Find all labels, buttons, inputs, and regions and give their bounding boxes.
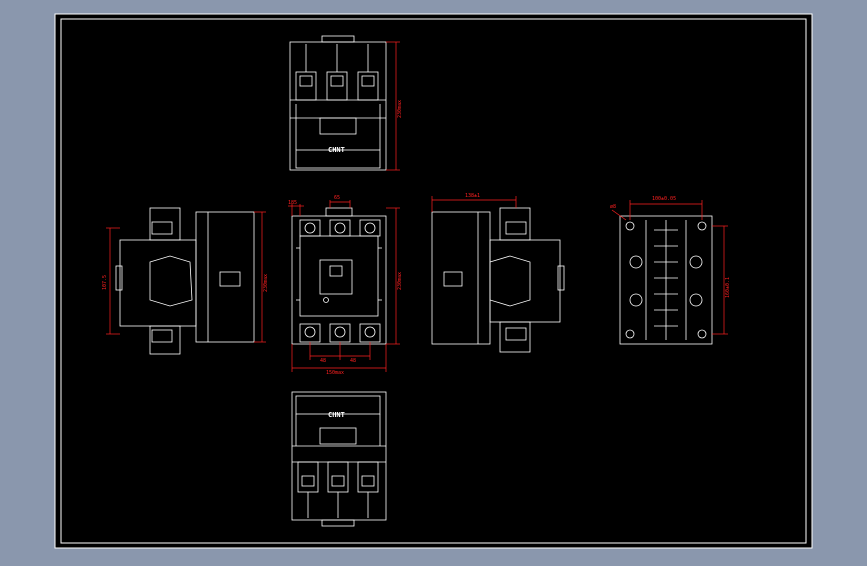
top-view-dimension <box>386 41 400 171</box>
left-view-dimensions <box>106 211 266 343</box>
front-view-dim-width: 150max <box>326 370 344 376</box>
bottom-plate-dim-width: 100±0.05 <box>652 196 676 202</box>
top-view-brand-label: CHNT <box>328 146 345 154</box>
front-view-dim-65: 65 <box>334 195 340 201</box>
front-view-dim-height: 230max <box>397 272 403 290</box>
right-view <box>431 207 565 353</box>
drawing-sheet <box>54 13 813 549</box>
left-view-dim-height: 230max <box>263 274 269 292</box>
front-view-dim-185: 185 <box>288 200 297 206</box>
right-view-dimension <box>431 196 517 212</box>
top-view-dim-height: 230max <box>397 100 403 118</box>
top-view <box>289 35 387 171</box>
left-view-dim-depth: 107.5 <box>102 275 108 290</box>
front-view-dim-pitch-right: 48 <box>350 358 356 364</box>
bottom-view <box>291 391 387 527</box>
right-view-dim-depth: 138±1 <box>465 193 480 199</box>
drawing-frame <box>60 18 807 544</box>
front-view-dimensions <box>288 200 400 372</box>
bottom-plate-dimensions <box>611 200 728 335</box>
bottom-plate-dim-hole: ø8 <box>610 204 616 210</box>
bottom-plate-view <box>619 215 713 345</box>
left-view <box>115 207 255 355</box>
front-view <box>291 207 387 345</box>
bottom-plate-dim-height: 160±0.1 <box>725 277 731 298</box>
bottom-view-brand-label: CHNT <box>328 411 345 419</box>
front-view-dim-pitch-left: 48 <box>320 358 326 364</box>
